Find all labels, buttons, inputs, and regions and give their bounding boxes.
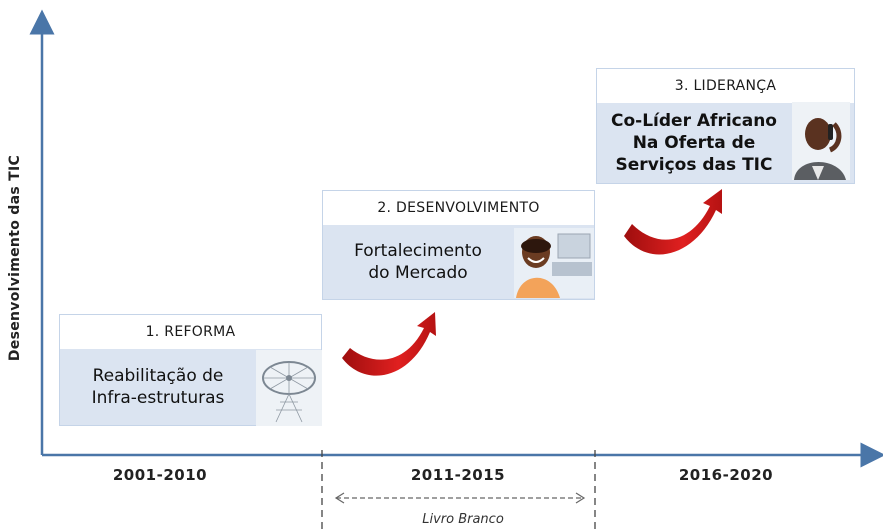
- stage-text-2-line-2: do Mercado: [368, 263, 468, 283]
- stage-text-2: Fortalecimento do Mercado: [323, 225, 513, 299]
- y-axis-label: Desenvolvimento das TIC: [7, 154, 23, 362]
- stage-box-2: 2. DESENVOLVIMENTO Fortalecimento do Mer…: [322, 190, 595, 300]
- period-label-1: 2001-2010: [112, 466, 208, 484]
- progress-arrow-2-icon: [624, 189, 722, 255]
- period-label-3: 2016-2020: [678, 466, 774, 484]
- white-paper-span-arrow: [334, 492, 586, 504]
- stage-text-2-line-1: Fortalecimento: [354, 241, 482, 261]
- stage-body-3: Co-Líder Africano Na Oferta de Serviços …: [597, 103, 854, 183]
- stage-box-3: 3. LIDERANÇA Co-Líder Africano Na Oferta…: [596, 68, 855, 184]
- white-paper-label: Livro Branco: [422, 512, 504, 527]
- stage-text-3-line-2: Na Oferta de: [632, 133, 756, 153]
- stage-text-3-line-3: Serviços das TIC: [615, 155, 773, 175]
- stage-box-1: 1. REFORMA Reabilitação de Infra-estrutu…: [59, 314, 322, 426]
- stage-text-3: Co-Líder Africano Na Oferta de Serviços …: [597, 103, 791, 183]
- stage-text-3-line-1: Co-Líder Africano: [611, 111, 777, 131]
- stage-title-2: 2. DESENVOLVIMENTO: [377, 200, 540, 216]
- stage-text-1-line-1: Reabilitação de: [92, 366, 224, 386]
- progress-arrow-1-icon: [342, 312, 436, 376]
- stage-title-3: 3. LIDERANÇA: [674, 78, 777, 94]
- stage-text-1: Reabilitação de Infra-estruturas: [60, 349, 256, 425]
- period-label-2: 2011-2015: [410, 466, 506, 484]
- stage-body-2: Fortalecimento do Mercado: [323, 225, 594, 299]
- stage-text-1-line-2: Infra-estruturas: [91, 388, 225, 408]
- stage-title-1: 1. REFORMA: [145, 324, 236, 340]
- stage-body-1: Reabilitação de Infra-estruturas: [60, 349, 321, 425]
